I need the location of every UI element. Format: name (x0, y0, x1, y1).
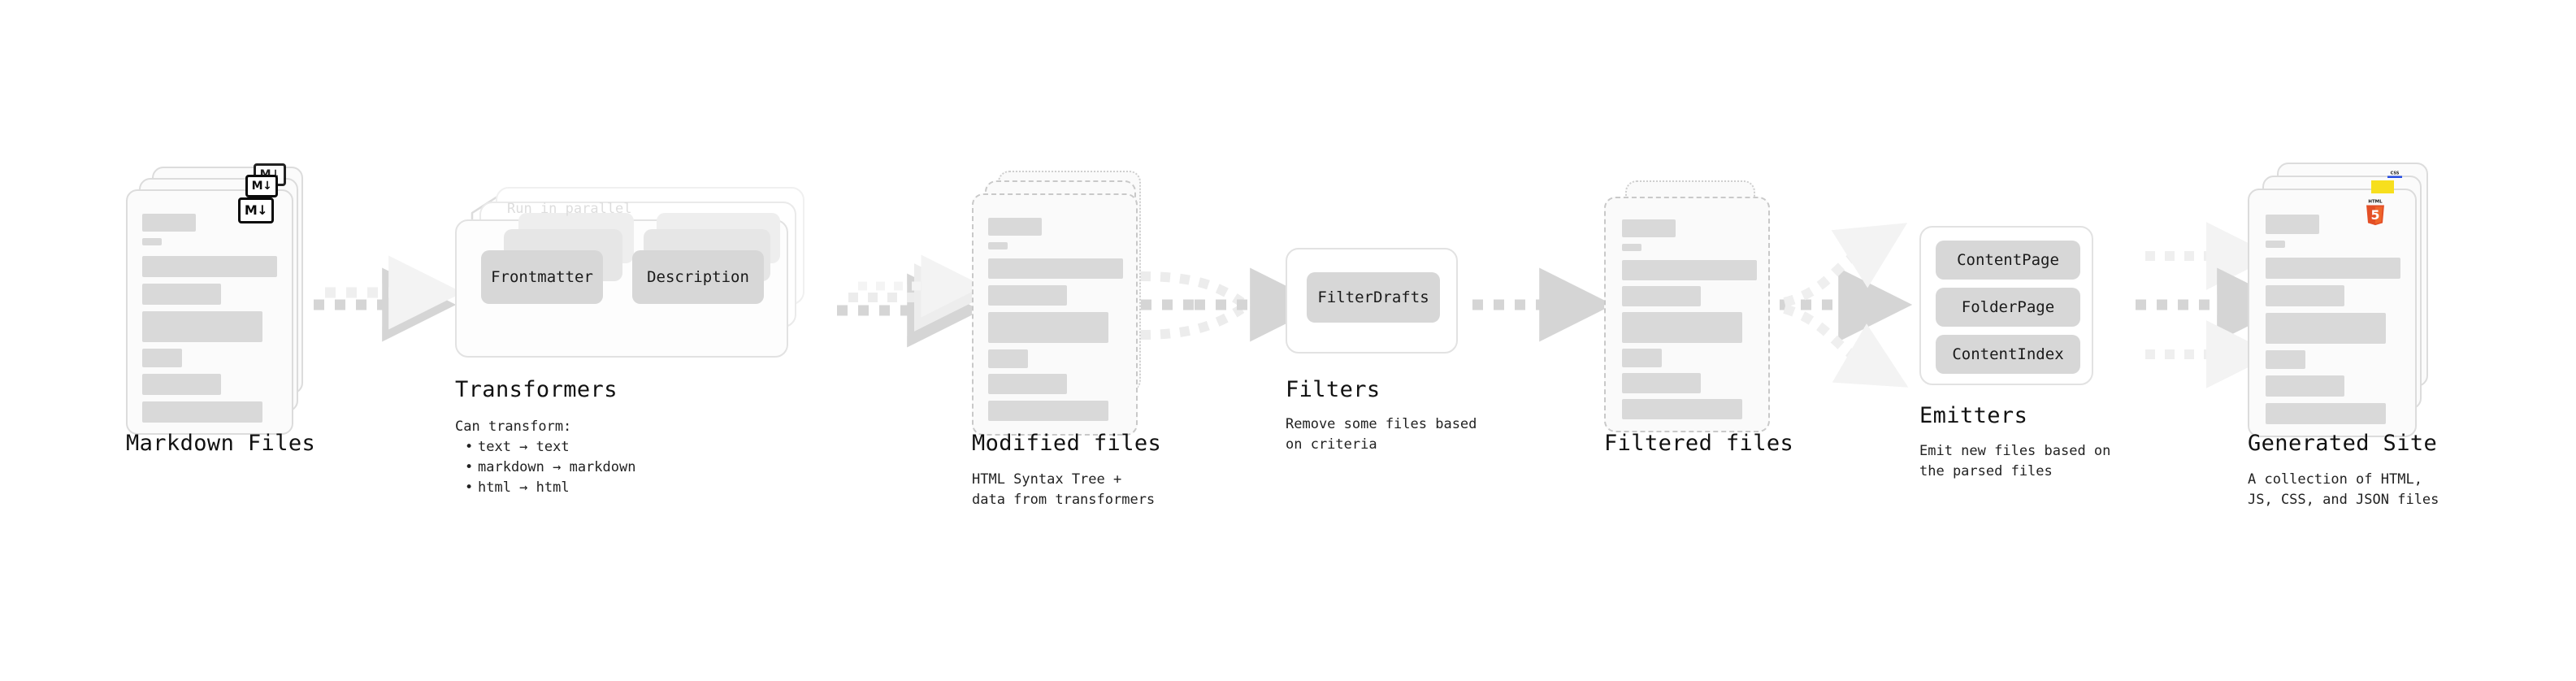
emitter-chip-contentpage[interactable]: ContentPage (1936, 241, 2080, 280)
transformers-bullet-item: text → text (465, 437, 635, 458)
transformers-caption-head: Can transform: (455, 419, 572, 435)
markdown-badge-mid: M↓ (245, 175, 278, 197)
emitter-chip-contentindex[interactable]: ContentIndex (1936, 335, 2080, 374)
skeleton-line (1622, 349, 1662, 367)
emitter-chip-folderpage[interactable]: FolderPage (1936, 288, 2080, 327)
markdown-badge-label: M↓ (244, 202, 268, 218)
css-badge-text: CSS (2391, 171, 2400, 176)
stage-title-filtered-files: Filtered files (1604, 431, 1794, 456)
stage-title-emitters: Emitters (1919, 403, 2028, 428)
html5-badge-label: HTML (2368, 199, 2383, 204)
skeleton-line (2266, 375, 2344, 397)
skeleton-line (142, 284, 221, 305)
transformers-bullet-list: text → text markdown → markdown html → h… (465, 437, 635, 498)
skeleton-line (1622, 244, 1641, 251)
modified-files-caption: HTML Syntax Tree + data from transformer… (972, 471, 1156, 508)
skeleton-line (1622, 399, 1742, 419)
skeleton-line (988, 258, 1123, 279)
emitters-caption: Emit new files based on the parsed files (1919, 443, 2111, 479)
file-card-front (2248, 189, 2417, 437)
skeleton-line (2266, 215, 2319, 234)
filters-caption: Remove some files based on criteria (1286, 416, 1477, 453)
filtered-files-stack (1604, 180, 1799, 449)
emitter-chip-label: ContentIndex (1952, 345, 2064, 363)
skeleton-line (1622, 260, 1757, 280)
skeleton-line (988, 401, 1108, 421)
skeleton-line (2266, 350, 2305, 369)
connector-transformers-to-modified (837, 254, 984, 348)
emitter-chip-label: ContentPage (1957, 251, 2059, 269)
transformer-chip-label: Description (647, 268, 749, 286)
skeleton-line (988, 242, 1008, 249)
skeleton-line (2266, 241, 2285, 248)
markdown-badge-front: M↓ (238, 197, 274, 223)
filters-group-box: FilterDrafts (1286, 248, 1458, 354)
skeleton-line (988, 374, 1067, 394)
skeleton-line (2266, 258, 2400, 279)
transformer-chip-description[interactable]: Description (632, 250, 764, 304)
html5-badge: HTML 5 (2363, 198, 2387, 226)
file-card-front (1604, 197, 1770, 432)
skeleton-line (988, 312, 1108, 343)
transformers-bullet-item: html → html (465, 478, 635, 498)
css-badge: CSS (2386, 167, 2404, 178)
file-card-front (126, 189, 293, 435)
skeleton-line (142, 256, 277, 277)
markdown-files-stack: M↓ M↓ M↓ (126, 163, 321, 435)
transformers-stack: Frontmatter Description (455, 187, 837, 358)
transformer-chip-frontmatter[interactable]: Frontmatter (481, 250, 603, 304)
skeleton-line (988, 349, 1028, 368)
skeleton-line (1622, 373, 1701, 393)
css-badge-icon: CSS (2387, 171, 2402, 178)
stage-title-generated-site: Generated Site (2248, 431, 2438, 456)
stage-title-modified-files: Modified files (972, 431, 1162, 456)
skeleton-line (142, 311, 262, 342)
emitters-group-box: ContentPage FolderPage ContentIndex (1919, 226, 2093, 385)
connector-emitters-to-site (2136, 222, 2292, 388)
connector-md-to-transformers (314, 255, 463, 342)
skeleton-line (1622, 312, 1742, 343)
run-in-parallel-label: Run in parallel (507, 201, 632, 217)
skeleton-line (142, 401, 262, 423)
skeleton-line (2266, 313, 2386, 344)
js-badge (2371, 180, 2394, 193)
emitter-chip-label: FolderPage (1961, 298, 2055, 316)
modified-files-stack (972, 171, 1167, 439)
stage-title-markdown-files: Markdown Files (126, 431, 316, 456)
filter-chip-label: FilterDrafts (1317, 288, 1429, 306)
skeleton-line (2266, 285, 2344, 306)
stage-title-filters: Filters (1286, 377, 1381, 402)
generated-site-caption: A collection of HTML, JS, CSS, and JSON … (2248, 471, 2439, 508)
file-card-front (972, 193, 1138, 436)
transformers-bullet-item: markdown → markdown (465, 458, 635, 478)
skeleton-line (2266, 403, 2386, 424)
skeleton-line (988, 218, 1042, 236)
skeleton-line (988, 285, 1067, 306)
skeleton-line (142, 238, 162, 245)
skeleton-line (142, 349, 182, 367)
markdown-badge-label: M↓ (251, 180, 272, 193)
skeleton-line (142, 374, 221, 395)
generated-site-stack: CSS HTML 5 (2248, 163, 2451, 439)
skeleton-line (1622, 219, 1676, 237)
skeleton-line (142, 214, 196, 232)
transformer-chip-label: Frontmatter (491, 268, 593, 286)
html5-badge-icon: HTML 5 (2366, 199, 2384, 226)
stage-title-transformers: Transformers (455, 377, 618, 402)
html5-badge-number: 5 (2371, 207, 2380, 223)
skeleton-line (1622, 286, 1701, 306)
filter-chip-filterdrafts[interactable]: FilterDrafts (1307, 272, 1440, 323)
